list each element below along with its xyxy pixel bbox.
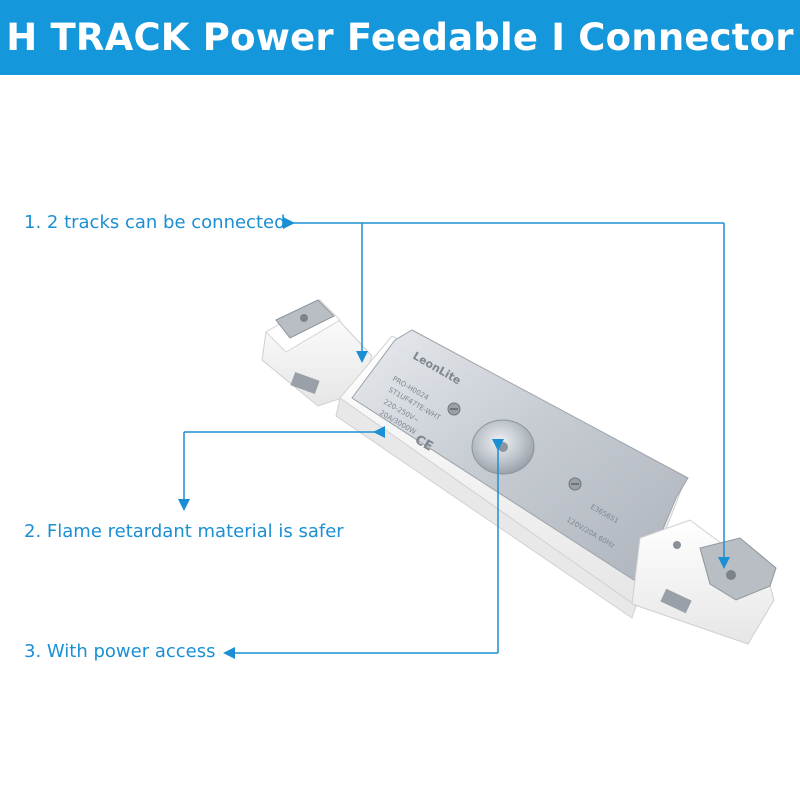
page-title: H TRACK Power Feedable I Connector [6, 16, 794, 59]
callout-leader-2 [178, 426, 385, 511]
connector-body [335, 329, 689, 619]
callout-leader-1 [283, 217, 730, 569]
left-connector-arm [261, 299, 373, 407]
callout-leader-3 [223, 439, 504, 659]
callout-flame-retardant: 2. Flame retardant material is safer [24, 521, 344, 542]
callout-tracks-connected: 1. 2 tracks can be connected [24, 212, 286, 233]
callout-power-access: 3. With power access [24, 641, 216, 662]
title-banner: H TRACK Power Feedable I Connector [0, 0, 800, 75]
right-connector-arm [631, 519, 777, 645]
